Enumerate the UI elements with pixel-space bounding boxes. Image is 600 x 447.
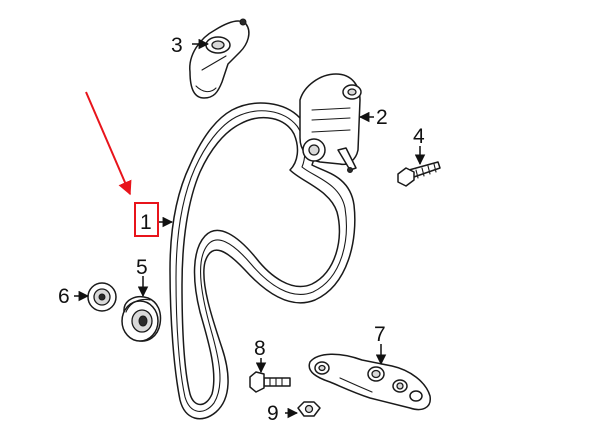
nut bbox=[297, 401, 321, 417]
callout-1: 1 bbox=[140, 211, 152, 234]
upper-bracket bbox=[189, 18, 250, 99]
callout-3: 3 bbox=[171, 34, 183, 57]
callout-6: 6 bbox=[58, 285, 70, 308]
serpentine-belt bbox=[169, 102, 356, 420]
idler-pulley bbox=[121, 296, 162, 342]
callout-4: 4 bbox=[413, 125, 425, 148]
pulley-cap bbox=[87, 282, 117, 312]
tensioner-bolt bbox=[397, 161, 441, 187]
lower-bracket bbox=[308, 353, 431, 411]
idler-bolt bbox=[249, 371, 291, 393]
callout-8: 8 bbox=[254, 337, 266, 360]
highlight-box bbox=[134, 202, 159, 237]
callout-9: 9 bbox=[267, 402, 279, 425]
callout-2: 2 bbox=[376, 106, 388, 129]
callout-5: 5 bbox=[136, 256, 148, 279]
highlight-annotation bbox=[85, 91, 159, 237]
belt-tensioner bbox=[299, 73, 362, 173]
highlight-arrow bbox=[85, 91, 132, 196]
callout-7: 7 bbox=[374, 323, 386, 346]
